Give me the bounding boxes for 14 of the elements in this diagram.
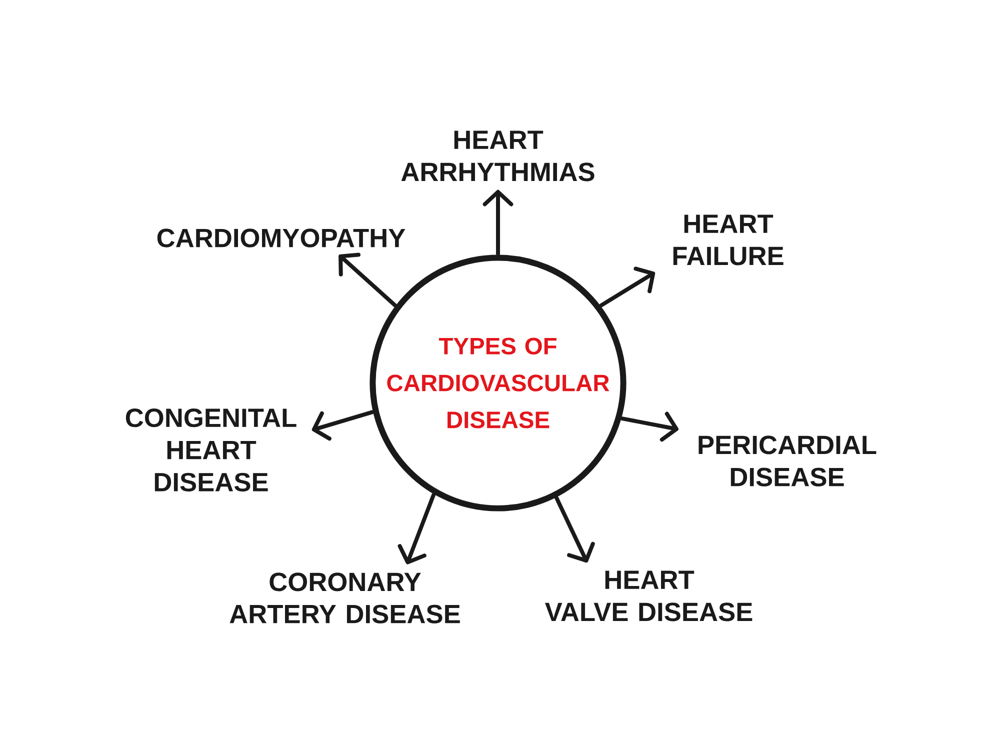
arrow xyxy=(482,190,514,256)
category-label: HEART FAILURE xyxy=(673,214,784,266)
category-label: PERICARDIAL DISEASE xyxy=(698,436,876,486)
category-label: HEART ARRHYTHMIAS xyxy=(401,130,594,182)
category-label: CORONARY ARTERY DISEASE xyxy=(230,572,460,624)
arrow xyxy=(338,252,397,308)
arrow xyxy=(398,493,436,564)
arrow xyxy=(554,496,595,563)
category-label: CARDIOMYOPATHY xyxy=(157,228,406,248)
category-label: HEART VALVE DISEASE xyxy=(544,570,752,622)
category-label: CONGENITAL HEART DISEASE xyxy=(126,408,296,492)
arrow xyxy=(620,412,678,442)
arrow xyxy=(599,266,656,308)
arrow xyxy=(312,410,374,441)
